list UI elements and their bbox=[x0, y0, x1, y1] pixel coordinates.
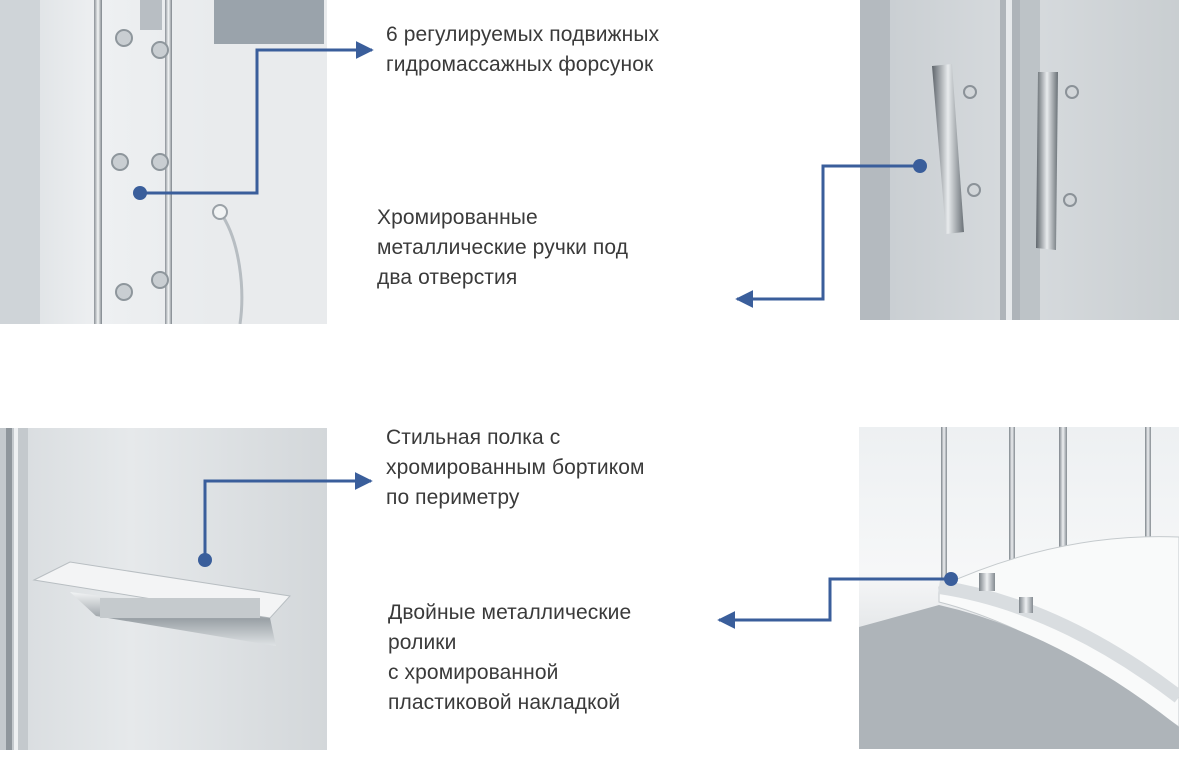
shelf-photo bbox=[0, 428, 327, 750]
rollers-photo bbox=[859, 427, 1179, 749]
caption-line: 6 регулируемых подвижных bbox=[386, 23, 660, 46]
caption-line: по периметру bbox=[386, 486, 520, 509]
caption-line: пластиковой накладкой bbox=[388, 691, 621, 714]
caption-jets: 6 регулируемых подвижных гидромассажных … bbox=[386, 20, 659, 80]
caption-line: с хромированной bbox=[388, 661, 559, 684]
caption-line: ролики bbox=[388, 631, 457, 654]
caption-line: гидромассажных форсунок bbox=[386, 53, 654, 76]
caption-line: два отверстия bbox=[377, 266, 518, 289]
handles-photo bbox=[860, 0, 1179, 320]
caption-rollers: Двойные металлические ролики с хромирова… bbox=[388, 598, 631, 718]
caption-handles: Хромированные металлические ручки под дв… bbox=[377, 203, 628, 293]
caption-shelf: Стильная полка с хромированным бортиком … bbox=[386, 423, 645, 513]
caption-line: хромированным бортиком bbox=[386, 456, 645, 479]
caption-line: Стильная полка с bbox=[386, 426, 561, 449]
caption-line: Хромированные bbox=[377, 206, 538, 229]
caption-line: Двойные металлические bbox=[388, 601, 632, 624]
caption-line: металлические ручки под bbox=[377, 236, 629, 259]
jets-photo bbox=[0, 0, 327, 324]
